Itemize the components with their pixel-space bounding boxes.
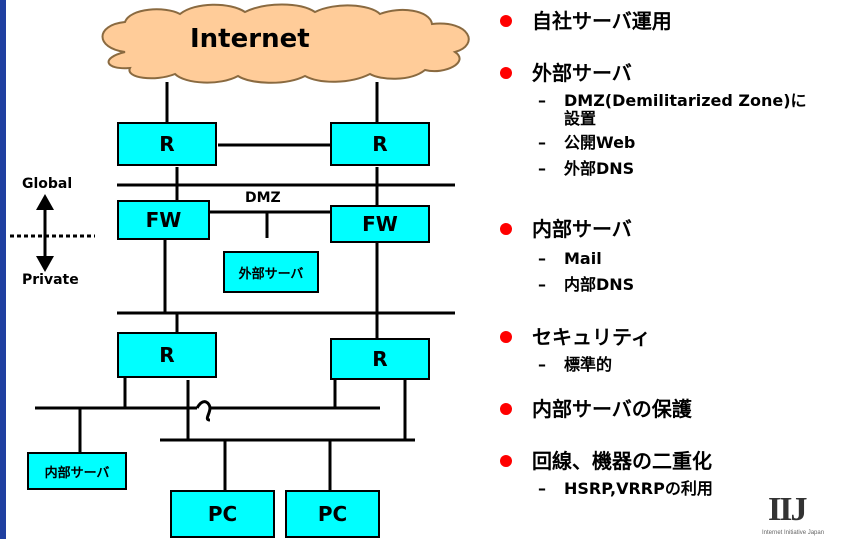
bullet-dot [500, 331, 512, 343]
bullet-text: 外部サーバ [532, 61, 632, 85]
sub-text: 内部DNS [564, 275, 635, 294]
router-bottom-left: R [117, 332, 217, 378]
router-bottom-right: R [330, 338, 430, 380]
dash-marker: – [538, 249, 546, 268]
sub-text: 標準的 [564, 355, 613, 374]
bullet-dot [500, 403, 512, 415]
bullet-text: セキュリティ [532, 325, 651, 349]
iij-logo-mark: IIJ Internet Initiative Japan [762, 491, 824, 536]
dash-marker: – [538, 355, 546, 374]
sub-text: HSRP,VRRPの利用 [564, 479, 713, 498]
svg-text:IIJ: IIJ [768, 491, 807, 528]
bullet-text: 内部サーバ [532, 217, 632, 241]
sub-text: 公開Web [564, 133, 636, 152]
private-label: Private [22, 272, 79, 288]
bullet-dot [500, 455, 512, 467]
sub-text: 設置 [564, 109, 597, 128]
dash-marker: – [538, 275, 546, 294]
network-links [35, 82, 455, 490]
router-top-left: R [117, 122, 217, 166]
sub-text: Mail [564, 249, 602, 268]
external-server: 外部サーバ [223, 251, 319, 293]
bullet-text: 内部サーバの保護 [532, 397, 692, 421]
internet-cloud [101, 3, 470, 84]
internal-server: 内部サーバ [27, 452, 127, 490]
firewall-right: FW [330, 205, 430, 243]
dash-marker: – [538, 479, 546, 498]
dash-marker: – [538, 133, 546, 152]
boundary-arrow [10, 194, 95, 272]
bullet-dot [500, 67, 512, 79]
internet-label: Internet [190, 24, 310, 54]
bullet-text: 回線、機器の二重化 [532, 449, 712, 473]
dmz-label: DMZ [245, 190, 281, 206]
sub-text: DMZ(Demilitarized Zone)に [564, 91, 807, 110]
bullet-dot [500, 15, 512, 27]
sub-text: 外部DNS [564, 159, 635, 178]
firewall-left: FW [117, 200, 210, 240]
bullet-dot [500, 223, 512, 235]
pc-right: PC [285, 490, 380, 538]
router-top-right: R [330, 122, 430, 166]
pc-left: PC [170, 490, 275, 538]
dash-marker: – [538, 159, 546, 178]
global-label: Global [22, 176, 73, 192]
iij-logo: IIJ Internet Initiative Japan [760, 490, 858, 539]
left-accent-bar [0, 0, 6, 539]
dash-marker: – [538, 91, 546, 110]
svg-text:Internet Initiative Japan: Internet Initiative Japan [762, 530, 824, 536]
bullet-text: 自社サーバ運用 [532, 9, 672, 33]
